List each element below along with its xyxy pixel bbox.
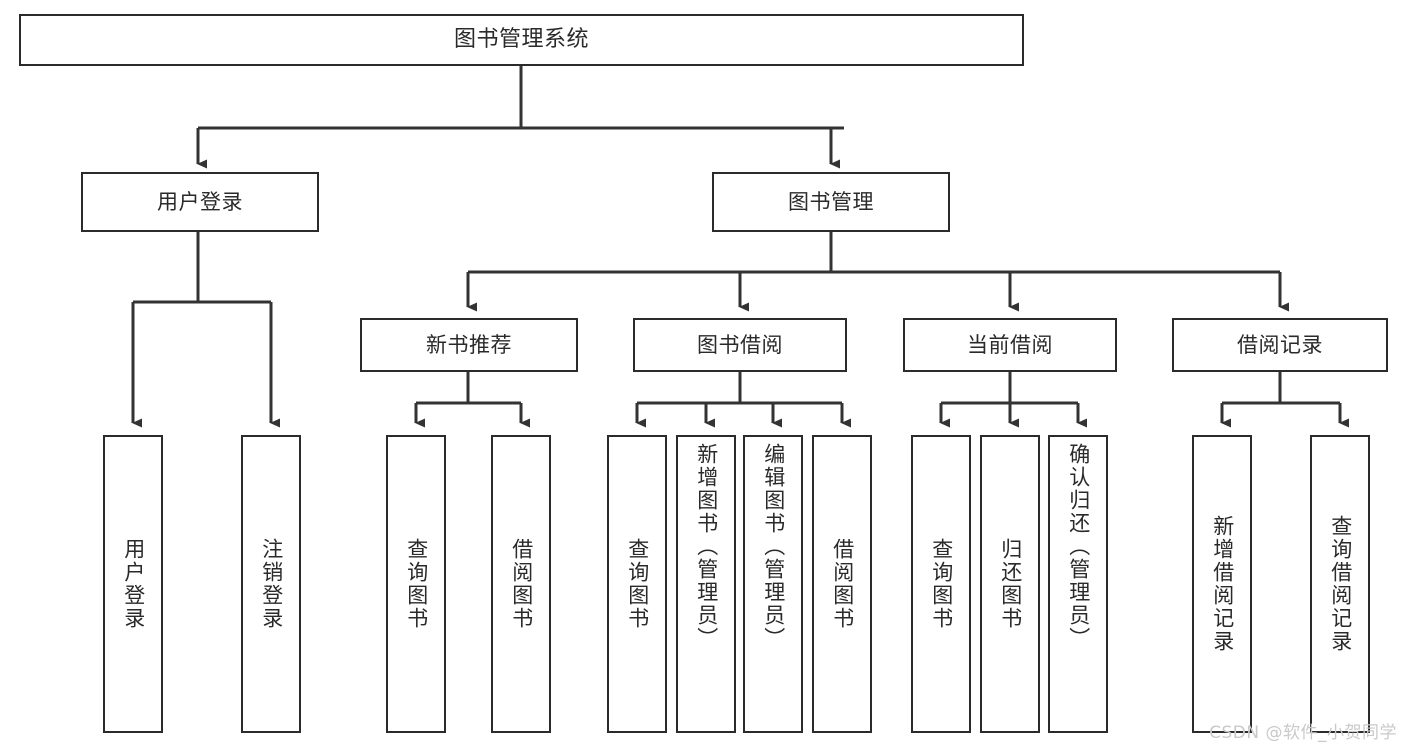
node-new-book-recommend[interactable]: 新书推荐 (360, 318, 578, 372)
node-user-login[interactable]: 用户登录 (81, 172, 319, 232)
node-label: 用户登录 (157, 189, 243, 214)
node-label: 查询借阅记录 (1328, 515, 1353, 653)
node-label: 确认归还（管理员） (1066, 443, 1091, 650)
node-root-system[interactable]: 图书管理系统 (19, 14, 1024, 66)
node-label: 借阅图书 (830, 538, 855, 630)
node-book-manage[interactable]: 图书管理 (712, 172, 950, 232)
leaf-borrow-edit-book-admin[interactable]: 编辑图书（管理员） (743, 435, 803, 733)
node-label: 查询图书 (929, 538, 954, 630)
node-book-borrow[interactable]: 图书借阅 (633, 318, 847, 372)
leaf-current-query-book[interactable]: 查询图书 (911, 435, 971, 733)
node-label: 图书管理系统 (453, 26, 589, 52)
node-label: 当前借阅 (967, 332, 1053, 357)
node-current-borrow[interactable]: 当前借阅 (903, 318, 1117, 372)
leaf-borrow-query-book[interactable]: 查询图书 (607, 435, 667, 733)
node-label: 图书管理 (788, 189, 874, 214)
leaf-recommend-query-book[interactable]: 查询图书 (386, 435, 446, 733)
leaf-record-add-record[interactable]: 新增借阅记录 (1192, 435, 1252, 733)
leaf-borrow-borrow-book[interactable]: 借阅图书 (812, 435, 872, 733)
node-label: 图书借阅 (697, 332, 783, 357)
leaf-user-login[interactable]: 用户登录 (103, 435, 163, 733)
leaf-record-query-record[interactable]: 查询借阅记录 (1310, 435, 1370, 733)
node-label: 借阅记录 (1237, 332, 1323, 357)
node-label: 新增图书（管理员） (694, 443, 719, 650)
node-label: 编辑图书（管理员） (761, 443, 786, 650)
node-label: 新书推荐 (426, 332, 512, 357)
node-label: 用户登录 (121, 538, 146, 630)
leaf-user-logout[interactable]: 注销登录 (241, 435, 301, 733)
leaf-borrow-add-book-admin[interactable]: 新增图书（管理员） (676, 435, 736, 733)
leaf-current-return-book[interactable]: 归还图书 (980, 435, 1040, 733)
node-borrow-record[interactable]: 借阅记录 (1172, 318, 1388, 372)
node-label: 借阅图书 (509, 538, 534, 630)
node-label: 查询图书 (625, 538, 650, 630)
node-label: 查询图书 (404, 538, 429, 630)
node-label: 归还图书 (998, 538, 1023, 630)
csdn-watermark: CSDN @软件_小贺同学 (1209, 723, 1397, 743)
leaf-recommend-borrow-book[interactable]: 借阅图书 (491, 435, 551, 733)
node-label: 新增借阅记录 (1210, 515, 1235, 653)
leaf-current-confirm-return-admin[interactable]: 确认归还（管理员） (1048, 435, 1108, 733)
node-label: 注销登录 (259, 538, 284, 630)
